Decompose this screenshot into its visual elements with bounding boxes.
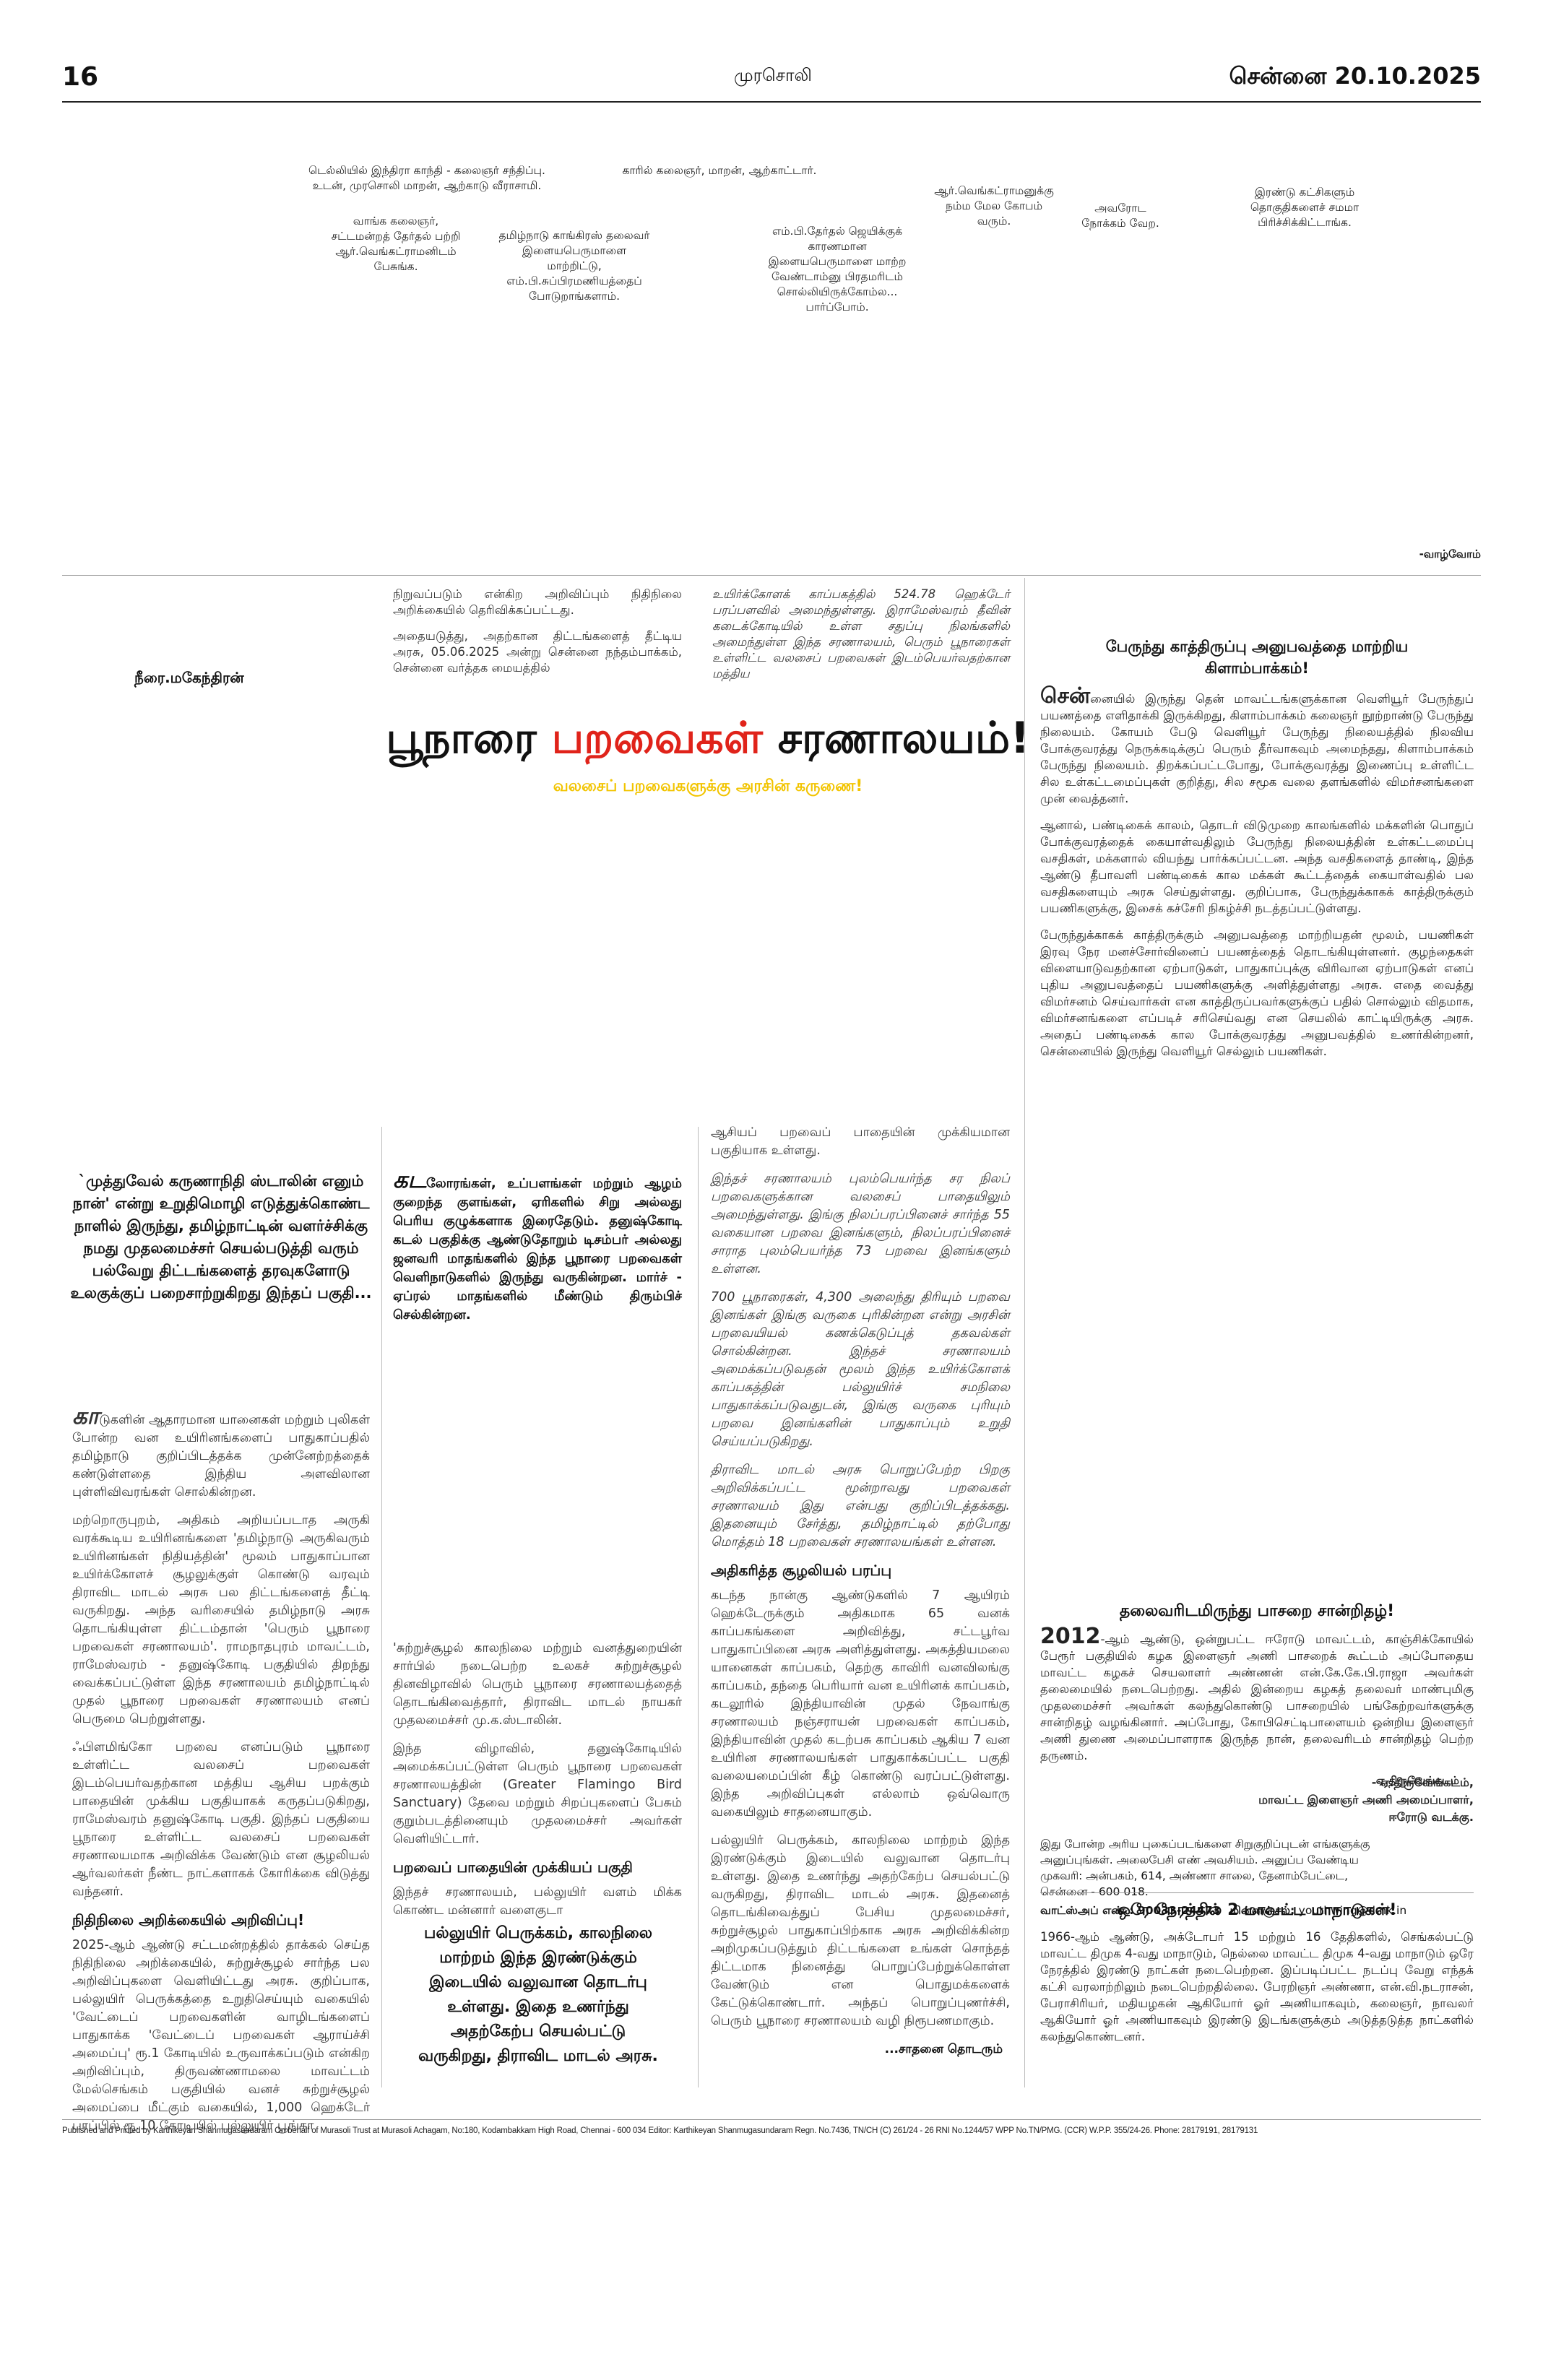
cartoon-caption: எம்.பி.தேர்தல் ஜெயிக்குக் காரணமான இளையபெ…	[768, 225, 907, 313]
article-col3-top: உயிர்க்கோளக் காப்பகத்தில் 524.78 ஹெக்டேர…	[712, 587, 1010, 692]
paragraph: ஆசியப் பறவைப் பாதையின் முக்கியமான பகுதிய…	[711, 1125, 1010, 1158]
sidebar-title: ஒரே நேரத்தில் 2 மாவட்ட மாநாடுகள்!	[1117, 1901, 1397, 1919]
pull-quote: `முத்துவேல் கருணாநிதி ஸ்டாலின் எனும் நான…	[70, 1172, 372, 1302]
paragraph: பேருந்துக்காகக் காத்திருக்கும் அனுபவத்தை…	[1040, 928, 1474, 1058]
dropcap: சென்	[1040, 683, 1091, 709]
paragraph: காடுகளின் ஆதாரமான யானைகள் மற்றும் புலிகள…	[72, 1404, 370, 1502]
article-col1: காடுகளின் ஆதாரமான யானைகள் மற்றும் புலிகள…	[72, 1404, 370, 2145]
contact-line: வாட்ஸ்அப் எண் : 90033-24473 மின்னஞ்சல்: …	[1040, 1903, 1474, 1918]
cartoon-caption: டெல்லியில் இந்திரா காந்தி - கலைஞர் சந்தி…	[308, 164, 545, 192]
article-col2: கடலோரங்கள், உப்பளங்கள் மற்றும் ஆழம் குறை…	[393, 1168, 682, 1335]
paragraph: திராவிட மாடல் அரசு பொறுப்பேற்ற பிறகு அறி…	[711, 1463, 1010, 1549]
paragraph: உயிர்க்கோளக் காப்பகத்தில் 524.78 ஹெக்டேர…	[712, 587, 1010, 680]
cartoon-caption: காரில் கலைஞர், மாறன், ஆற்காட்டார்.	[622, 164, 817, 177]
submission-text: இது போன்ற அரிய புகைப்படங்களை சிறுகுறிப்ப…	[1040, 1838, 1370, 1898]
title-part: சரணாலயம்!	[777, 713, 1030, 763]
paragraph-text: டுகளின் ஆதாரமான யானைகள் மற்றும் புலிகள் …	[72, 1413, 370, 1500]
photo-caption: ஏ.திருவேங்கடம்	[1375, 1774, 1459, 1787]
page-number: 16	[62, 62, 99, 92]
title-part: பூநாரை	[386, 713, 537, 763]
dropcap: கா	[72, 1402, 100, 1429]
paragraph: இந்தச் சரணாலயம் புலம்பெயர்ந்த சர நிலப் ப…	[711, 1172, 1010, 1276]
email-link[interactable]: youthwing@dmk.in	[1298, 1904, 1407, 1917]
footer-rule	[62, 2119, 1481, 2120]
lead-number: 2012	[1040, 1624, 1101, 1649]
paragraph-text: -ஆம் ஆண்டு, ஒன்றுபட்ட ஈரோடு மாவட்டம், கா…	[1040, 1632, 1474, 1762]
whatsapp-label: வாட்ஸ்அப் எண் :	[1040, 1904, 1134, 1917]
paragraph: கடந்த நான்கு ஆண்டுகளில் 7 ஆயிரம் ஹெக்டேர…	[711, 1588, 1010, 1819]
sidebar-rule	[1040, 1892, 1474, 1893]
cartoon-caption: வாங்க கலைஞர், சட்டமன்றத் தேர்தல் பற்றி ஆ…	[331, 215, 461, 273]
paragraph: 2012-ஆம் ஆண்டு, ஒன்றுபட்ட ஈரோடு மாவட்டம்…	[1040, 1626, 1474, 1764]
paragraph: இந்த விழாவில், தனுஷ்கோடியில் அமைக்கப்பட்…	[393, 1741, 682, 1846]
sidebar-body: சென்னையில் இருந்து தென் மாவட்டங்களுக்கான…	[1040, 685, 1474, 1060]
cartoon-rule	[62, 575, 1481, 576]
paragraph: ஆனால், பண்டிகைக் காலம், தொடர் விடுமுறை க…	[1040, 818, 1474, 915]
cartoon-caption: ஆர்.வெங்கட்ராமனுக்கு நம்ம மேல கோபம் வரும…	[934, 184, 1054, 228]
title-part-highlight: பறவைகள்	[551, 713, 763, 763]
date-line: சென்னை 20.10.2025	[1229, 62, 1481, 90]
imprint-line: Published and Printed by Karthikeyan Sha…	[62, 2126, 1258, 2135]
paragraph: அதையடுத்து, அதற்கான திட்டங்களைத் தீட்டிய…	[393, 629, 682, 675]
paragraph: மற்றொருபுறம், அதிகம் அறியப்படாத அருகி வர…	[72, 1513, 370, 1726]
byline: நீரை.மகேந்திரன்	[134, 669, 244, 686]
sidebar-body: 1966-ஆம் ஆண்டு, அக்டோபர் 15 மற்றும் 16 த…	[1040, 1930, 1474, 2043]
paper-name: முரசொலி	[734, 65, 812, 85]
cartoon-credit: -வாழ்வோம்	[1419, 548, 1481, 561]
paragraph: இந்தச் சரணாலயம், பல்லுயிர் வளம் மிக்க கொ…	[393, 1885, 682, 1918]
column-divider	[1024, 578, 1025, 2087]
signoff-role: மாவட்ட இளைஞர் அணி அமைப்பாளர்,	[1258, 1793, 1474, 1806]
continued-note: ...சாதனை தொடரும்	[884, 2042, 1003, 2056]
paragraph: சென்னையில் இருந்து தென் மாவட்டங்களுக்கான…	[1040, 685, 1474, 807]
paragraph: 2025-ஆம் ஆண்டு சட்டமன்றத்தில் தாக்கல் செ…	[72, 1938, 370, 2133]
signoff-place: ஈரோடு வடக்கு.	[1388, 1810, 1474, 1824]
paragraph-text: னையில் இருந்து தென் மாவட்டங்களுக்கான வெள…	[1040, 692, 1474, 805]
dropcap: கட	[393, 1166, 426, 1193]
article-col2-lower: 'சுற்றுச்சூழல் காலநிலை மற்றும் வனத்துறைய…	[393, 1640, 682, 1930]
signoff: - ஏ.திருவேங்கடம், மாவட்ட இளைஞர் அணி அமைப…	[1040, 1774, 1474, 1826]
whatsapp-number[interactable]: 90033-24473	[1137, 1904, 1221, 1917]
cartoon-caption: இரண்டு கட்சிகளும் தொகுதிகளைச் சமமா பிரிச…	[1250, 186, 1360, 229]
submission-note: இது போன்ற அரிய புகைப்படங்களை சிறுகுறிப்ப…	[1040, 1836, 1474, 1918]
signoff-name: - ஏ.திருவேங்கடம்,	[1371, 1775, 1474, 1789]
cartoon-caption: தமிழ்நாடு காங்கிரஸ் தலைவர் இளையபெருமாளை …	[498, 229, 650, 303]
paragraph: பல்லுயிர் பெருக்கம், காலநிலை மாற்றம் இந்…	[711, 1833, 1010, 2028]
sidebar-title: பேருந்து காத்திருப்பு அனுபவத்தை மாற்றிய …	[1105, 638, 1409, 677]
paragraph: 'சுற்றுச்சூழல் காலநிலை மற்றும் வனத்துறைய…	[393, 1641, 682, 1728]
callout-quote: பல்லுயிர் பெருக்கம், காலநிலை மாற்றம் இந்…	[418, 1924, 658, 2065]
cartoon-strip: டெல்லியில் இந்திரா காந்தி - கலைஞர் சந்தி…	[62, 108, 1481, 571]
paragraph: கடலோரங்கள், உப்பளங்கள் மற்றும் ஆழம் குறை…	[393, 1168, 682, 1325]
sidebar-bus-stand: பேருந்து காத்திருப்பு அனுபவத்தை மாற்றிய …	[1040, 636, 1474, 1070]
section-subhead: அதிகரித்த சூழலியல் பரப்பு	[711, 1562, 892, 1579]
paragraph: நிறுவப்படும் என்கிற அறிவிப்பும் நிதிநிலை…	[393, 587, 682, 617]
article-subtitle: வலசைப் பறவைகளுக்கு அரசின் கருணை!	[553, 777, 863, 795]
article-col3: ஆசியப் பறவைப் பாதையின் முக்கியமான பகுதிய…	[711, 1124, 1010, 2059]
cartoon-caption: அவரோட நோக்கம் வேற.	[1081, 202, 1159, 230]
column-divider	[698, 1127, 699, 2087]
paragraph-text: லோரங்கள், உப்பளங்கள் மற்றும் ஆழம் குறைந்…	[393, 1176, 682, 1323]
paragraph: 700 பூநாரைகள், 4,300 அலைந்து திரியும் பற…	[711, 1290, 1010, 1449]
page-header: 16 முரசொலி சென்னை 20.10.2025	[0, 0, 1543, 101]
section-subhead: நிதிநிலை அறிக்கையில் அறிவிப்பு!	[72, 1911, 305, 1929]
section-subhead: பறவைப் பாதையின் முக்கியப் பகுதி	[393, 1858, 633, 1876]
sidebar-certificate: தலைவரிடமிருந்து பாசறை சான்றிதழ்! ஏ.திருவ…	[1040, 1602, 1474, 1918]
article-title: பூநாரை பறவைகள் சரணாலயம்!	[383, 712, 1033, 764]
header-rule	[62, 101, 1481, 103]
column-divider	[381, 1127, 382, 2087]
paragraph: ஃபிளமிங்கோ பறவை எனப்படும் பூநாரை உள்ளிட்…	[72, 1740, 370, 1899]
article-col2-top: நிறுவப்படும் என்கிற அறிவிப்பும் நிதிநிலை…	[393, 587, 682, 686]
email-label: மின்னஞ்சல்:	[1229, 1904, 1295, 1917]
sidebar-title: தலைவரிடமிருந்து பாசறை சான்றிதழ்!	[1119, 1602, 1395, 1620]
sidebar-conference: ஒரே நேரத்தில் 2 மாவட்ட மாநாடுகள்! 1966-ஆ…	[1040, 1901, 1474, 2045]
sidebar-body: ஏ.திருவேங்கடம் 2012-ஆம் ஆண்டு, ஒன்றுபட்ட…	[1040, 1626, 1474, 1826]
